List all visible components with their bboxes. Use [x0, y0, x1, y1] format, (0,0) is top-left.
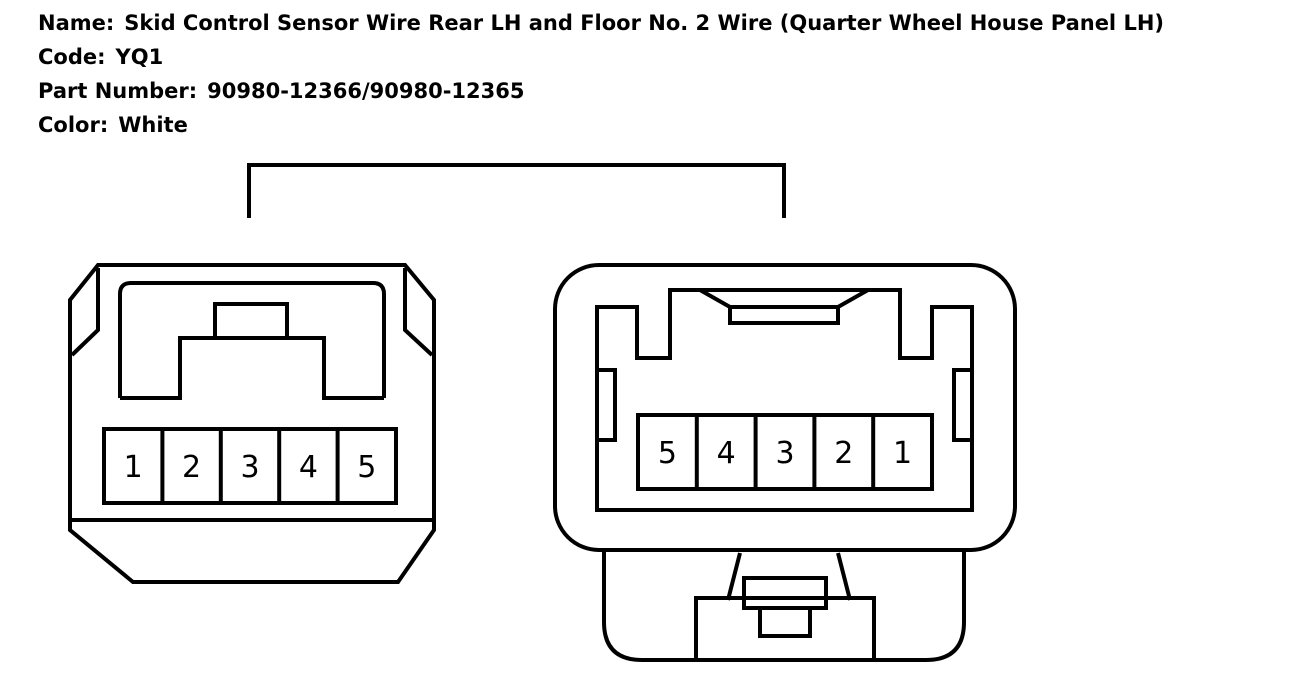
right-connector-pin-block	[636, 413, 934, 491]
right-pin-1: 1	[893, 436, 912, 471]
right-connector-left-slot	[595, 368, 617, 442]
part-number-value: 90980-12366/90980-12365	[207, 79, 525, 103]
right-connector-lock-base	[694, 596, 876, 662]
right-connector-lock-guides	[726, 552, 852, 601]
left-pin-2: 2	[182, 450, 201, 485]
right-connector-inner-frame	[595, 288, 974, 392]
right-connector-lock-housing	[602, 550, 966, 662]
color-value: White	[118, 113, 188, 137]
left-connector: 1 2 3 4 5	[68, 263, 436, 584]
name-label: Name:	[38, 11, 115, 35]
left-pin-5: 5	[357, 450, 376, 485]
left-connector-latch-frame	[118, 281, 386, 398]
right-connector-latch-notch	[699, 288, 869, 309]
code-row: Code: YQ1	[38, 40, 1164, 74]
right-connector-latch	[728, 305, 840, 325]
color-label: Color:	[38, 113, 109, 137]
name-row: Name: Skid Control Sensor Wire Rear LH an…	[38, 6, 1164, 40]
right-connector-pins: 5 4 3 2 1	[658, 415, 912, 489]
left-connector-housing	[68, 263, 436, 584]
right-connector-housing	[553, 263, 1017, 552]
mating-bracket	[247, 163, 786, 218]
color-row: Color: White	[38, 108, 1164, 142]
left-pin-3: 3	[240, 450, 259, 485]
right-connector-lock-key	[758, 606, 812, 638]
right-pin-2: 2	[834, 436, 853, 471]
left-connector-pin-block	[102, 427, 398, 505]
left-connector-latch	[213, 302, 289, 340]
code-label: Code:	[38, 45, 106, 69]
name-value: Skid Control Sensor Wire Rear LH and Flo…	[124, 11, 1164, 35]
part-number-label: Part Number:	[38, 79, 198, 103]
connector-info: Name: Skid Control Sensor Wire Rear LH an…	[38, 6, 1164, 142]
left-connector-latch-step	[120, 336, 384, 400]
right-connector-lock-button	[742, 576, 828, 610]
left-connector-right-rib	[403, 268, 434, 357]
part-number-row: Part Number: 90980-12366/90980-12365	[38, 74, 1164, 108]
left-pin-1: 1	[124, 450, 143, 485]
left-connector-left-rib	[70, 268, 100, 357]
right-connector: 5 4 3 2 1	[553, 263, 1017, 662]
left-pin-4: 4	[299, 450, 318, 485]
right-pin-4: 4	[717, 436, 736, 471]
right-connector-inner-lower-frame	[595, 392, 974, 512]
right-connector-right-slot	[952, 368, 974, 442]
left-connector-pins: 1 2 3 4 5	[124, 429, 376, 503]
right-pin-5: 5	[658, 436, 677, 471]
code-value: YQ1	[115, 45, 164, 69]
right-pin-3: 3	[775, 436, 794, 471]
